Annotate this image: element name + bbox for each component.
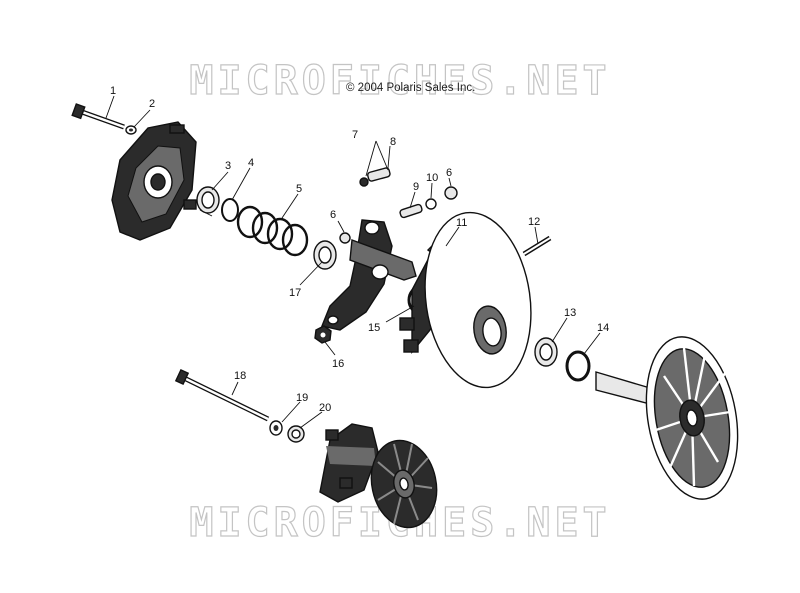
part-1-bolt (71, 103, 125, 130)
callout-19: 19 (296, 392, 308, 404)
part-12-pin (522, 235, 552, 257)
part-4-snap-ring (221, 198, 239, 222)
part-5-spring (236, 205, 309, 257)
callout-labels: 1 2 3 4 5 6 7 8 9 10 6 11 12 17 15 13 14… (110, 85, 609, 414)
part-9-pin (399, 203, 423, 219)
part-10-washer (425, 198, 437, 210)
callout-16: 16 (332, 358, 344, 370)
part-13-bushing (534, 337, 558, 367)
callout-8: 8 (390, 136, 396, 148)
part-2-washer (125, 125, 137, 135)
drive-cover-plate (111, 121, 197, 241)
callout-12: 12 (528, 216, 540, 228)
callout-11: 11 (456, 217, 467, 229)
callout-4: 4 (248, 157, 254, 169)
callout-14: 14 (597, 322, 609, 334)
part-17-bushing (313, 240, 337, 270)
callout-18: 18 (234, 370, 246, 382)
callout-6-right: 6 (446, 167, 452, 179)
part-6-roller-left (339, 232, 351, 244)
callout-13: 13 (564, 307, 576, 319)
part-19-washer (269, 420, 283, 436)
part-3-bushing (196, 186, 220, 217)
callout-10: 10 (426, 172, 438, 184)
callout-3: 3 (225, 160, 231, 172)
part-7-8-pin-washer (359, 167, 391, 187)
part-20-bushing (287, 425, 305, 443)
part-16-nut (314, 325, 332, 344)
part-18-long-bolt (174, 368, 270, 422)
part-14-ring (565, 350, 591, 382)
callout-1: 1 (110, 85, 116, 97)
moveable-sheave (399, 211, 532, 389)
leader-lines (105, 95, 601, 429)
callout-17: 17 (289, 287, 301, 299)
part-6-roller-right (444, 186, 458, 200)
callout-15: 15 (368, 322, 380, 334)
callout-20: 20 (319, 402, 331, 414)
callout-9: 9 (413, 181, 419, 193)
callout-2: 2 (149, 98, 155, 110)
assembled-clutch (319, 423, 438, 529)
fixed-sheave (595, 336, 739, 500)
callout-7: 7 (352, 129, 358, 141)
callout-5: 5 (296, 183, 302, 195)
callout-6-left: 6 (330, 209, 336, 221)
watermark-top: MICROFICHES.NET (189, 57, 611, 104)
clutch-weight-arm (321, 219, 417, 331)
copyright-notice: © 2004 Polaris Sales Inc. (346, 82, 476, 94)
